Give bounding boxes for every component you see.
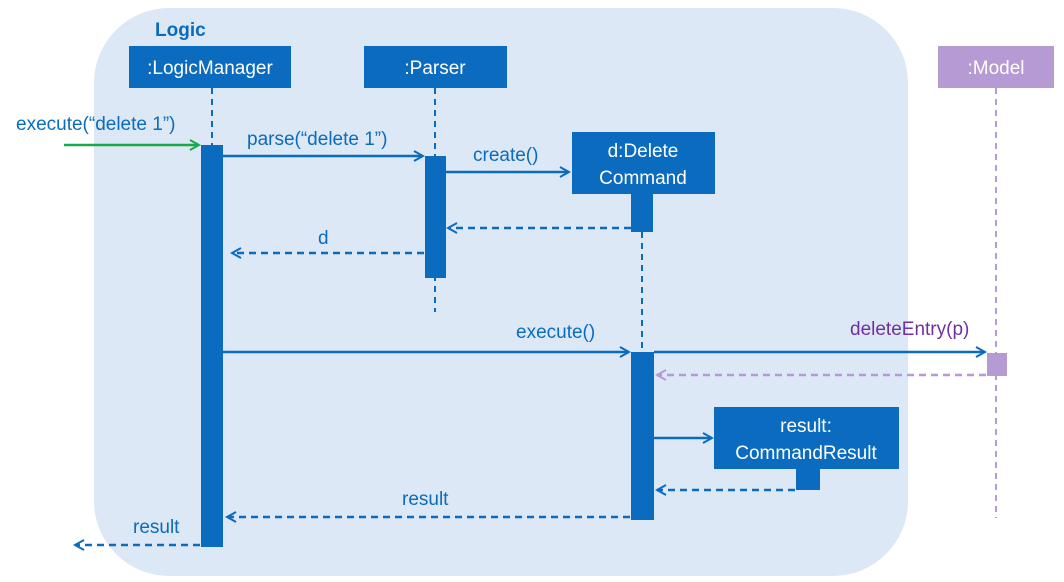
return-result-out-label: result [133, 517, 180, 538]
delete-command-activation-create [631, 194, 653, 232]
command-result-activation [796, 469, 820, 490]
delete-command-activation-execute [631, 352, 654, 520]
logic-manager-participant: :LogicManager [129, 46, 291, 88]
delete-command-label-line2: Command [599, 168, 687, 189]
model-label: :Model [967, 58, 1024, 79]
logic-frame-title: Logic [155, 20, 206, 41]
delete-command-participant: d:Delete Command [572, 132, 715, 194]
command-result-label-line2: CommandResult [735, 443, 877, 464]
logic-manager-activation [201, 145, 223, 547]
model-participant: :Model [938, 46, 1054, 88]
create-label: create() [473, 145, 538, 166]
return-d-label: d [318, 228, 329, 249]
model-activation [987, 353, 1007, 376]
logic-manager-label: :LogicManager [147, 58, 273, 79]
return-result-label: result [402, 489, 449, 510]
execute-in-label: execute(“delete 1”) [16, 114, 175, 135]
parser-activation [425, 156, 446, 278]
parser-label: :Parser [404, 58, 466, 79]
parser-participant: :Parser [364, 46, 507, 88]
parse-label: parse(“delete 1”) [247, 129, 387, 150]
command-result-label-line1: result: [780, 416, 832, 437]
delete-entry-label: deleteEntry(p) [850, 319, 969, 340]
command-result-participant: result: CommandResult [714, 407, 899, 469]
delete-command-label-line1: d:Delete [608, 141, 679, 162]
execute-label: execute() [516, 322, 595, 343]
